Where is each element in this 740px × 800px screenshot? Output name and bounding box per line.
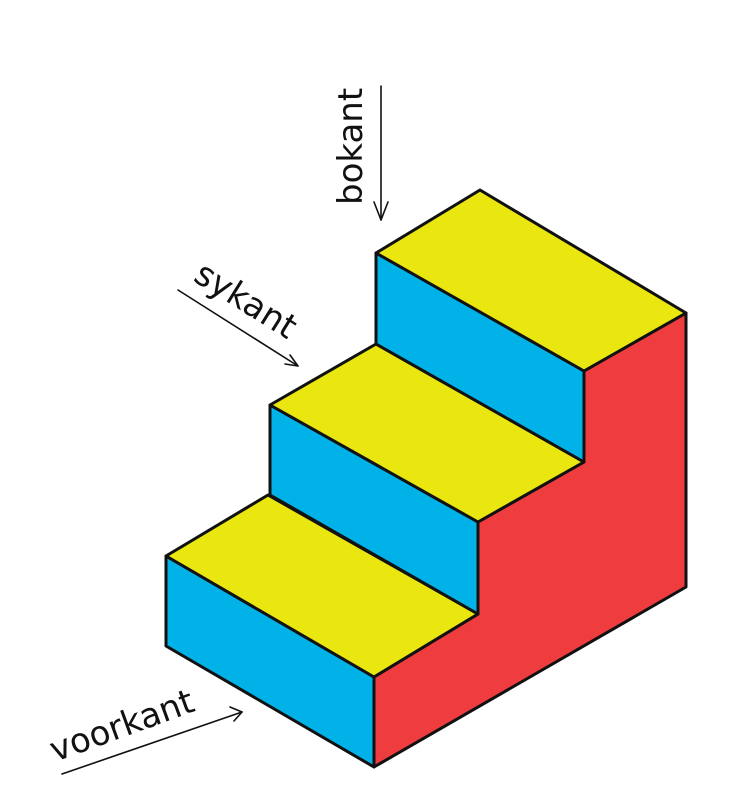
front-view-arrow <box>61 706 243 775</box>
step-3-top-face <box>374 188 688 373</box>
side-view-arrow <box>177 289 299 367</box>
front-view-label: voorkant <box>44 681 199 770</box>
top-view-label: bokant <box>331 88 371 205</box>
top-view-arrow <box>373 85 389 221</box>
